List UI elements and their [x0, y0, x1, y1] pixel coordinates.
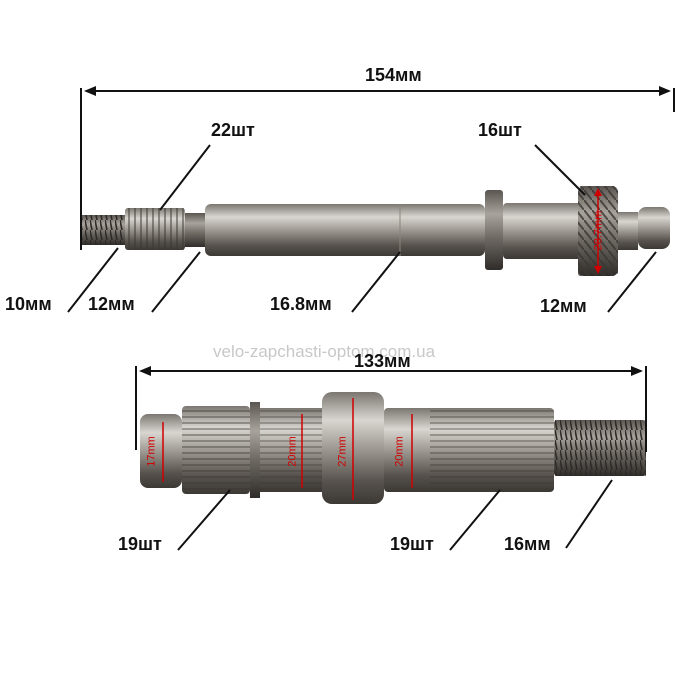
- bottom-left-spline-diameter-label: 20mm: [286, 436, 299, 467]
- top-end-journal: [638, 207, 670, 249]
- bottom-shaft: [140, 392, 646, 504]
- top-spline-teeth-label: 22шт: [211, 120, 255, 140]
- top-collar: [485, 190, 503, 270]
- bottom-right-spline-diameter-label: 20mm: [393, 436, 406, 467]
- top-length-dimension: [80, 86, 675, 250]
- bottom-collar-diameter-label: 27mm: [336, 436, 349, 467]
- bottom-total-length-label: 133мм: [354, 351, 411, 371]
- top-main-body: [205, 204, 485, 256]
- top-thread-diameter-label: 10мм: [5, 294, 52, 314]
- leader-16mm: [565, 479, 613, 549]
- top-total-length-label: 154мм: [365, 65, 422, 85]
- leader-12mm-left: [151, 251, 201, 313]
- leader-10mm: [67, 247, 119, 313]
- leader-22-teeth: [159, 144, 211, 211]
- leader-16.8mm: [351, 251, 401, 313]
- bottom-length-dimension: [135, 366, 647, 452]
- top-gear-teeth-label: 16шт: [478, 120, 522, 140]
- bottom-left-teeth-label: 19шт: [118, 534, 162, 554]
- bottom-right-teeth-label: 19шт: [390, 534, 434, 554]
- top-spline-diameter-label: 12мм: [88, 294, 135, 314]
- watermark: velo-zapchasti-optom.com.ua: [213, 342, 436, 361]
- bottom-end-diameter-label: 17mm: [145, 436, 158, 467]
- leader-12mm-right: [607, 251, 657, 313]
- top-body-diameter-label: 16.8мм: [270, 294, 332, 314]
- top-gear-diameter-label: 28.7mm: [592, 210, 605, 251]
- leader-19-teeth-right: [449, 489, 501, 551]
- leader-19-teeth-left: [177, 489, 231, 551]
- top-shaft: [80, 186, 670, 276]
- leader-16-teeth: [534, 144, 586, 196]
- top-end-diameter-label: 12мм: [540, 296, 587, 316]
- bottom-left-end: [140, 414, 182, 488]
- bottom-thread-diameter-label: 16мм: [504, 534, 551, 554]
